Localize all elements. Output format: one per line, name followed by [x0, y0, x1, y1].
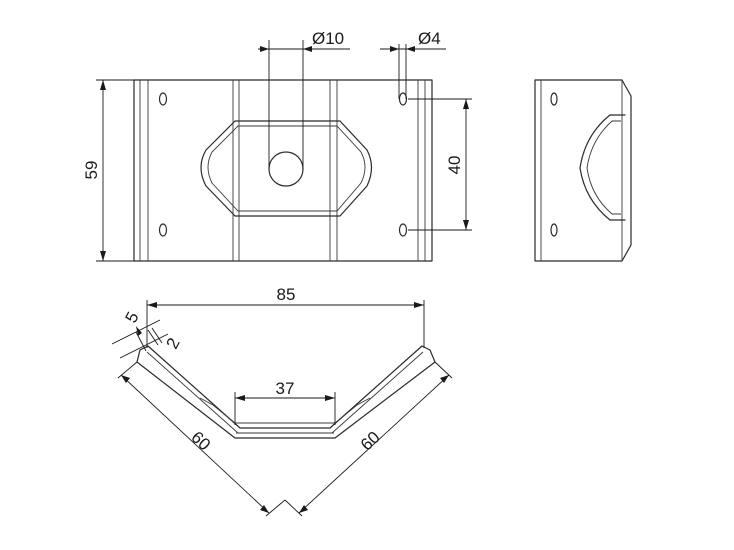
slot-hole	[158, 92, 168, 106]
dim-hole-large-label: Ø10	[312, 29, 344, 48]
dim-height-label: 59	[82, 161, 101, 180]
center-hole	[268, 151, 304, 187]
emboss-outline	[200, 120, 373, 217]
dim-leg-left: 60	[117, 361, 286, 517]
slot-hole	[398, 223, 408, 237]
section-view	[136, 345, 436, 439]
dim-thickness-label: 2	[163, 335, 184, 352]
dim-width: 85	[146, 285, 425, 348]
dim-flange: 5 2	[111, 309, 184, 359]
slot-hole	[158, 223, 168, 237]
front-view	[133, 79, 433, 262]
dim-bottom-flat-label: 37	[276, 379, 295, 398]
dim-hole-small-label: Ø4	[418, 29, 441, 48]
front-outline	[133, 79, 433, 262]
slot-hole	[550, 223, 558, 237]
dim-hole-large: Ø10	[258, 29, 350, 169]
dim-leg-right: 60	[284, 361, 453, 517]
dim-height: 59	[82, 79, 134, 262]
slot-hole	[550, 92, 558, 106]
side-view	[534, 79, 632, 262]
dim-leg-right-label: 60	[357, 428, 384, 455]
dim-bottom-flat: 37	[234, 379, 336, 425]
dim-hole-spacing-label: 40	[445, 156, 464, 175]
dim-width-label: 85	[277, 285, 296, 304]
dim-hole-small: Ø4	[380, 29, 446, 99]
dim-hole-spacing: 40	[408, 98, 472, 231]
dim-leg-left-label: 60	[187, 428, 214, 455]
slot-hole	[398, 92, 408, 106]
dim-flange-label: 5	[122, 309, 143, 326]
